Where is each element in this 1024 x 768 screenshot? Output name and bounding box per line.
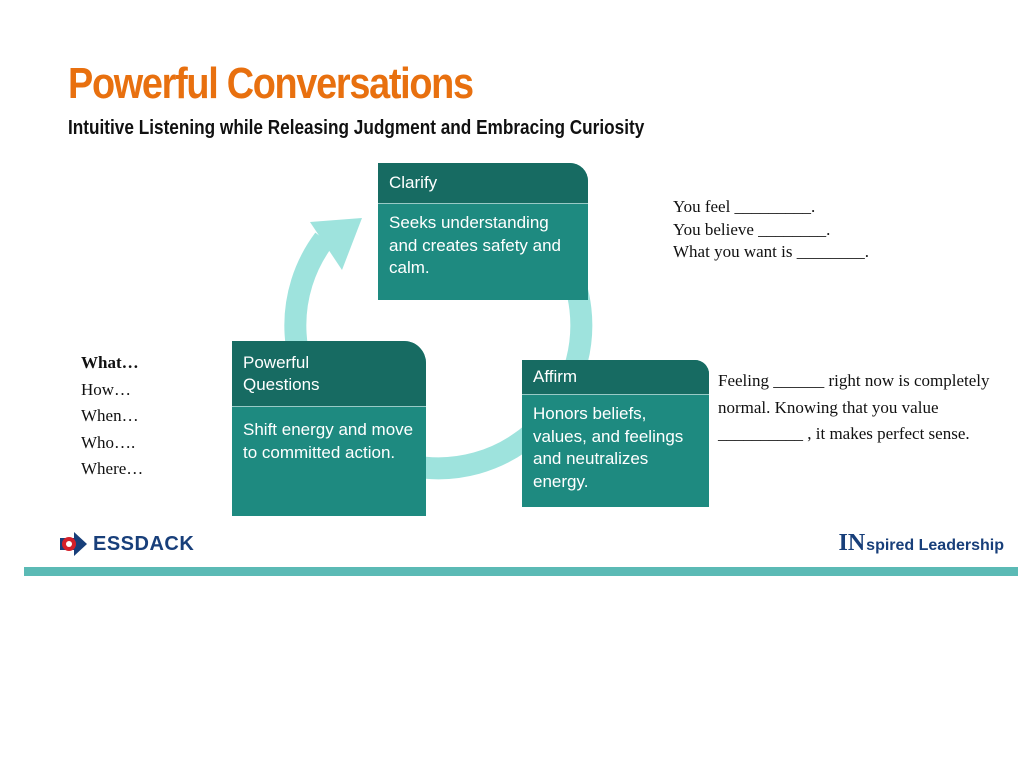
questions-divider	[232, 406, 426, 407]
essdack-logo-text: ESSDACK	[93, 532, 195, 555]
clarify-divider	[378, 203, 588, 204]
page-subtitle: Intuitive Listening while Releasing Judg…	[68, 117, 645, 139]
affirm-card: Affirm Honors beliefs, values, and feeli…	[522, 360, 709, 507]
clarify-prompt-believe: You believe ________.	[673, 219, 831, 239]
question-word: Who….	[81, 432, 136, 452]
affirm-card-header: Affirm	[522, 360, 709, 394]
question-word: How…	[81, 379, 132, 399]
inspired-leadership-logo: IN spired Leadership	[839, 530, 1005, 557]
clarify-card: Clarify Seeks understanding and creates …	[378, 163, 588, 300]
question-word: What…	[81, 353, 139, 372]
clarify-prompts: You feel _________. You believe ________…	[673, 196, 869, 264]
affirm-body: Honors beliefs, values, and feelings and…	[533, 404, 684, 491]
footer-bar	[24, 567, 1018, 576]
clarify-prompt-want: What you want is ________.	[673, 242, 869, 261]
clarify-card-header: Clarify	[378, 163, 588, 203]
affirm-divider	[522, 394, 709, 395]
questions-body: Shift energy and move to committed actio…	[243, 420, 414, 462]
clarify-prompt-feel: You feel _________.	[673, 197, 816, 216]
question-word: Where…	[81, 459, 144, 478]
questions-card-header: Powerful Questions	[232, 341, 426, 406]
question-words-list: What… How… When… Who…. Where…	[81, 350, 143, 483]
question-word: When…	[81, 406, 139, 425]
clarify-heading: Clarify	[389, 173, 438, 192]
cycle-arrowhead	[310, 218, 362, 270]
questions-card: Powerful Questions Shift energy and move…	[232, 341, 426, 516]
inspired-logo-rest: spired Leadership	[866, 537, 1004, 554]
affirm-prompt: Feeling ______ right now is completely n…	[718, 371, 990, 443]
page-title: Powerful Conversations	[68, 59, 474, 108]
questions-heading: Powerful Questions	[243, 352, 320, 394]
affirm-heading: Affirm	[533, 367, 578, 386]
inspired-logo-prefix: IN	[838, 530, 866, 556]
essdack-arrow-icon	[60, 532, 87, 556]
clarify-body: Seeks understanding and creates safety a…	[389, 213, 562, 277]
essdack-logo: ESSDACK	[58, 530, 194, 558]
